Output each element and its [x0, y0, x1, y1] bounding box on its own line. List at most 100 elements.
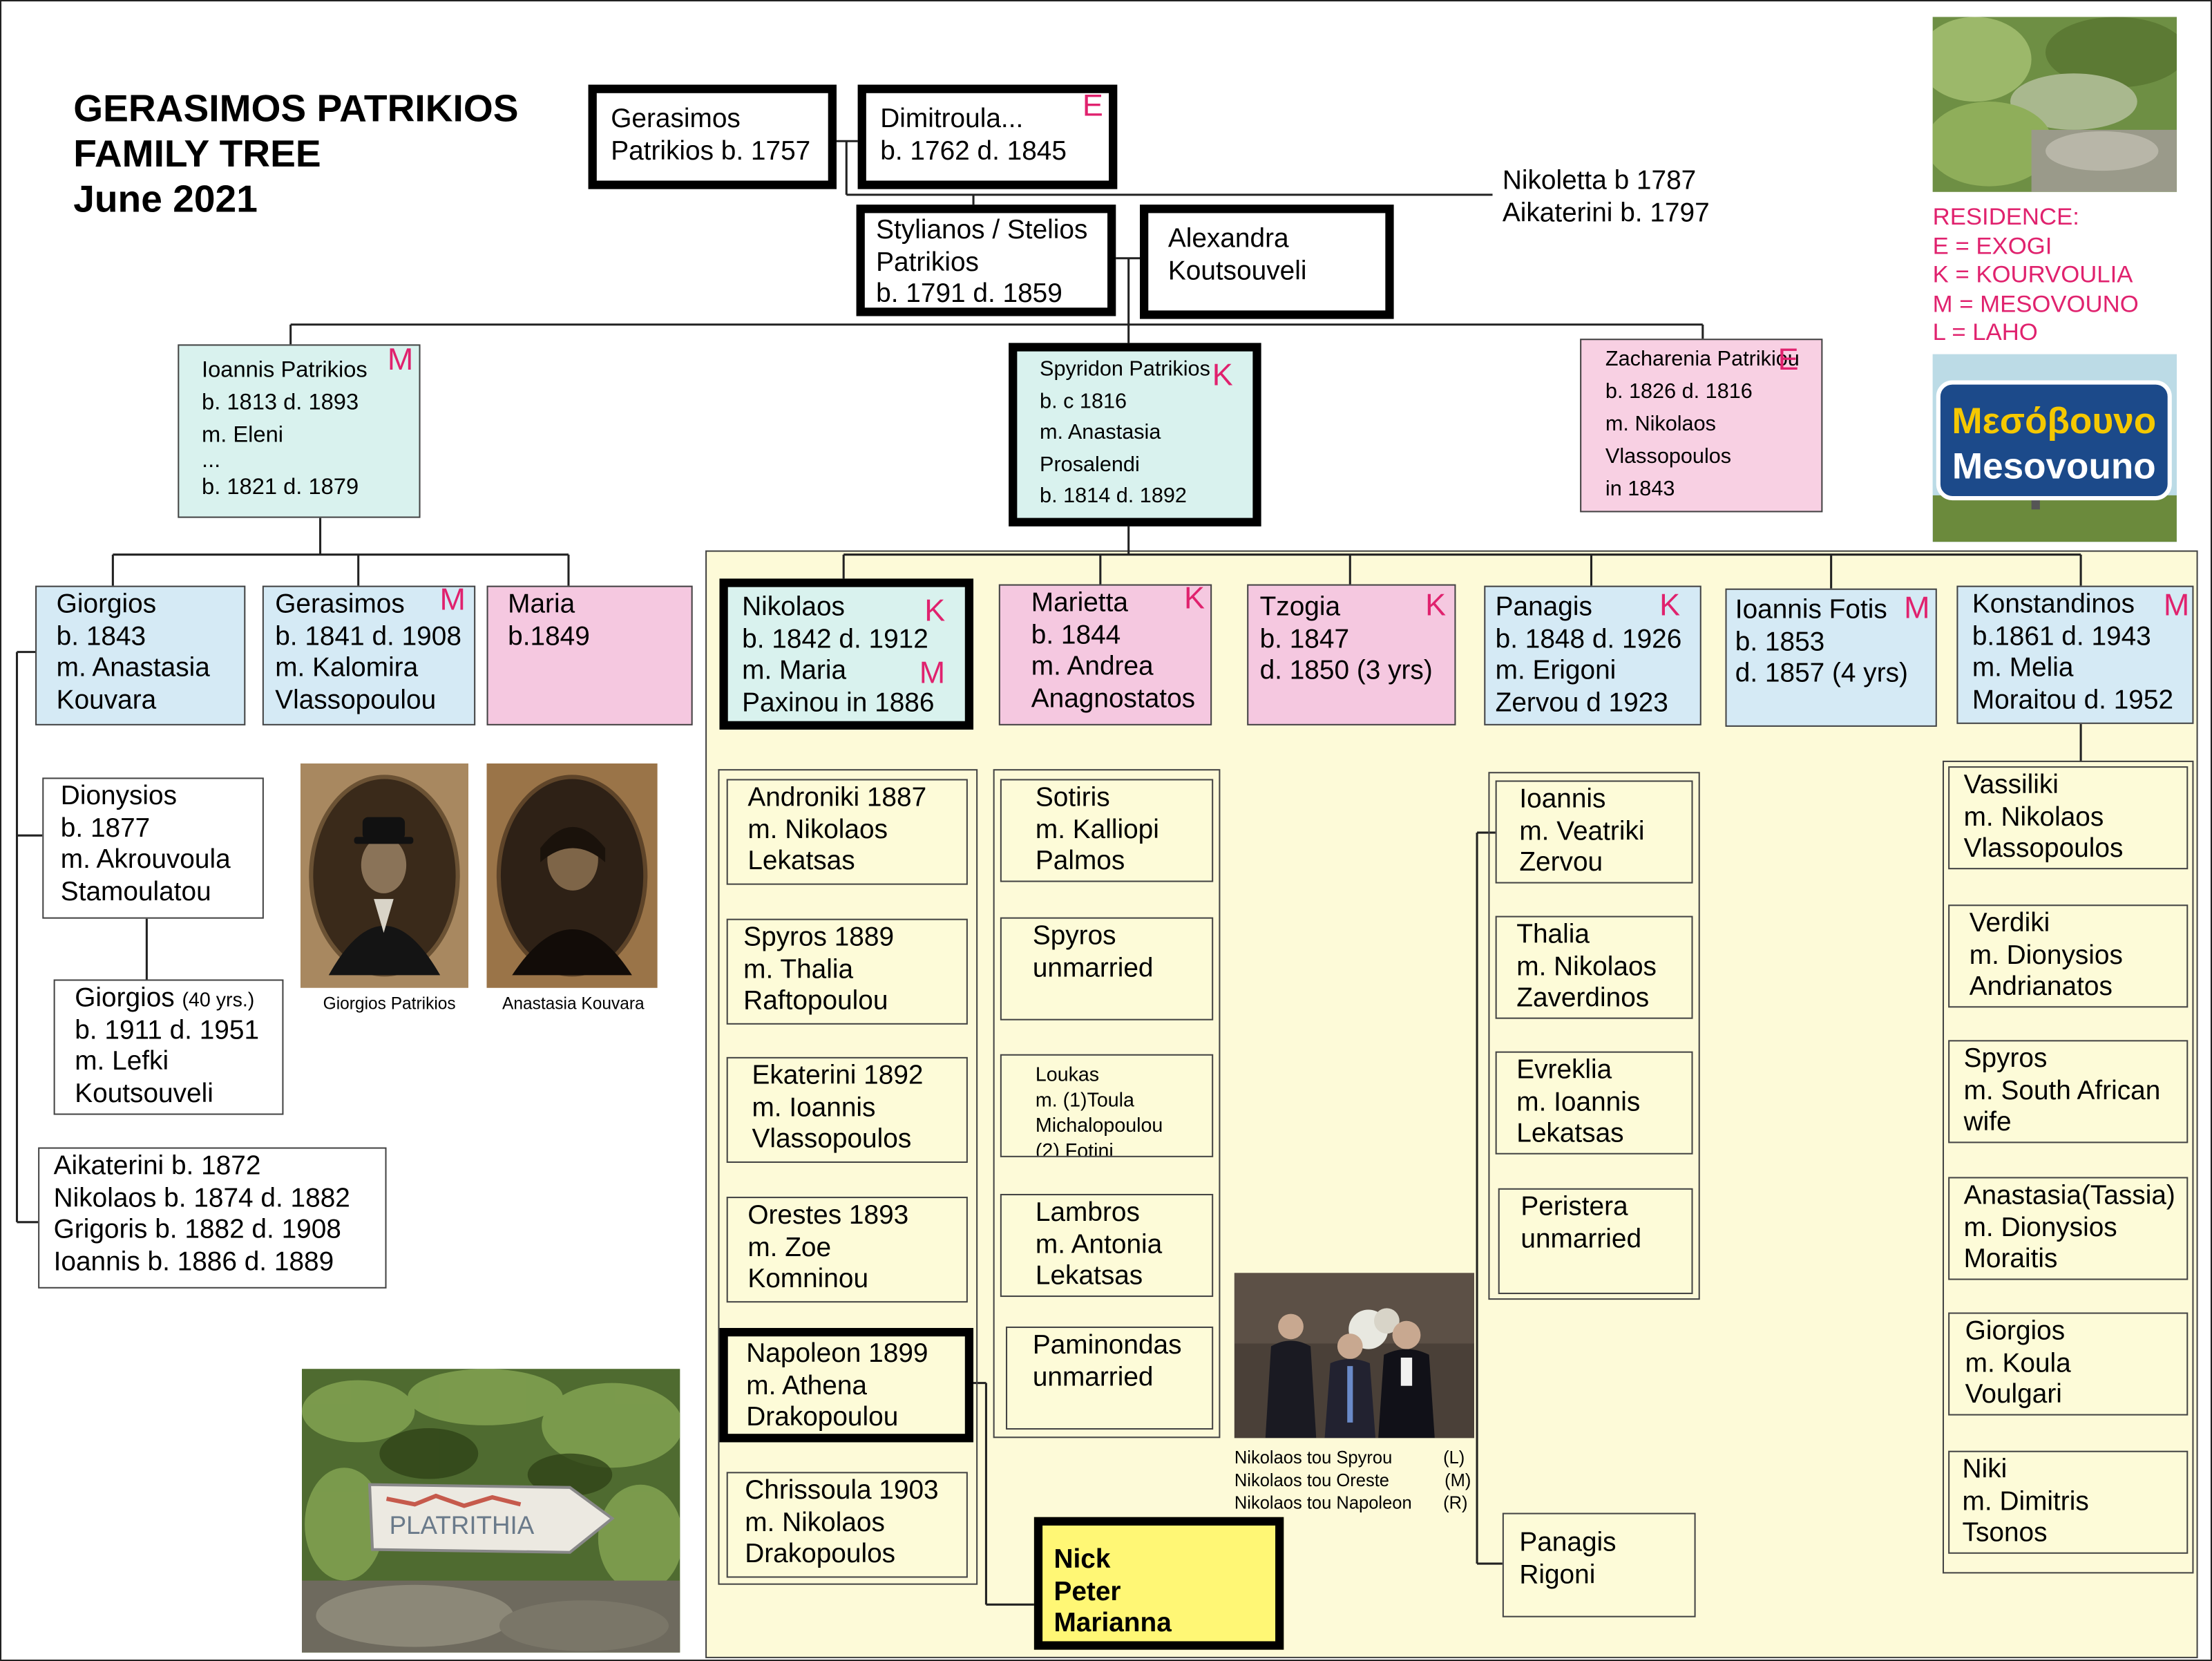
person-line: Drakopoulos — [745, 1539, 896, 1570]
child-sotiris: Sotiris m. Kalliopi Palmos — [1000, 779, 1214, 882]
person-line: Koutsouveli — [75, 1079, 213, 1109]
child-paminondas: Paminondas unmarried — [1006, 1326, 1214, 1430]
person-line: m. Melia — [1972, 653, 2074, 683]
person-line: Paxinou in 1886 — [742, 687, 935, 718]
person-line: m. Nikolaos — [1605, 412, 1716, 437]
konstandinos-children-column — [1942, 760, 2194, 1574]
residence-code: M — [387, 344, 414, 377]
caption-position: (M) — [1445, 1470, 1471, 1490]
person-line: Loukas — [1035, 1063, 1100, 1085]
person-line: m. Dionysios — [1969, 940, 2123, 971]
person-line: Niki — [1962, 1454, 2008, 1485]
title-line-2: FAMILY TREE — [73, 132, 321, 175]
nikolaos-children-column — [718, 769, 978, 1585]
platrithia-sign-photo: PLATRITHIA — [302, 1369, 680, 1653]
person-line: m. Eleni — [202, 423, 284, 448]
person-line: Giorgios — [56, 589, 157, 620]
child-spyros-1889: Spyros 1889 m. Thalia Raftopoulou — [726, 918, 968, 1025]
person-line: Prosalendi — [1040, 452, 1140, 477]
person-line: Michalopoulou — [1035, 1113, 1163, 1137]
person-line: Tzogia — [1259, 592, 1341, 623]
child-niki: Niki m. Dimitris Tsonos — [1948, 1450, 2189, 1554]
residence-code: K — [924, 592, 946, 628]
group-photo-caption: Nikolaos tou Spyrou(L) Nikolaos tou Ores… — [1234, 1447, 1474, 1515]
person-line: m. Akrouvoula — [60, 845, 231, 875]
person-line: b. c 1816 — [1040, 388, 1127, 413]
person-line: Evreklia — [1516, 1055, 1612, 1085]
person-line: Spyros — [1963, 1044, 2048, 1074]
child-thalia: Thalia m. Nikolaos Zaverdinos — [1495, 915, 1693, 1019]
sibling-line: Nikoletta b 1787 — [1502, 167, 1697, 196]
person-line: Spyros 1889 — [743, 922, 895, 953]
person-line: Paminondas — [1032, 1331, 1182, 1360]
person-line: Konstandinos — [1972, 589, 2135, 620]
title-line-1: GERASIMOS PATRIKIOS — [73, 87, 519, 130]
residence-legend: RESIDENCE: E = EXOGI K = KOURVOULIA M = … — [1933, 203, 2139, 348]
child-panagis-rigoni: Panagis Rigoni — [1502, 1512, 1696, 1617]
person-line: Drakopoulou — [746, 1403, 899, 1433]
person-maria-1849: Maria b.1849 — [486, 585, 693, 725]
person-line: Zaverdinos — [1516, 983, 1650, 1014]
person-line: m. Ioannis — [752, 1092, 876, 1123]
person-line: Voulgari — [1965, 1380, 2062, 1410]
person-line: m. (1)Toula — [1035, 1088, 1134, 1111]
title-line-3: June 2021 — [73, 178, 258, 220]
person-line: Panagis — [1495, 592, 1592, 623]
person-line: Grigoris b. 1882 d. 1908 — [53, 1215, 341, 1245]
person-line: m. Antonia — [1035, 1230, 1163, 1260]
person-line: b. 1843 — [56, 621, 146, 652]
siblings-nikoletta-aikaterini: Nikoletta b 1787 Aikaterini b. 1797 — [1503, 165, 1710, 230]
marietta-children-column — [993, 769, 1221, 1439]
child-loukas: Loukas m. (1)Toula Michalopoulou (2) Fot… — [1000, 1054, 1214, 1157]
person-line: Tsonos — [1962, 1518, 2048, 1548]
person-line: Gerasimos — [275, 589, 405, 620]
panagis-children-column — [1488, 772, 1700, 1300]
person-line: Sotiris — [1035, 783, 1110, 813]
person-line: Spyridon Patrikios — [1040, 357, 1210, 381]
residence-code: K — [1659, 587, 1681, 623]
person-line: m. Ioannis — [1516, 1087, 1641, 1117]
person-line: Lekatsas — [1516, 1119, 1624, 1149]
child-androniki: Androniki 1887 m. Nikolaos Lekatsas — [726, 779, 968, 885]
residence-code: M — [919, 654, 946, 690]
person-line: m. Nikolaos — [1516, 951, 1657, 982]
sign-greek-text: Μεσόβουνο — [1952, 401, 2156, 442]
person-giorgios-1843: Giorgios b. 1843 m. Anastasia Kouvara — [35, 585, 246, 725]
person-gerasimos-1757: Gerasimos Patrikios b. 1757 — [588, 84, 837, 189]
person-line: Raftopoulou — [743, 986, 888, 1016]
person-line: Lambros — [1035, 1198, 1140, 1228]
person-line: Giorgios (40 yrs.) — [75, 984, 271, 1016]
child-anastasia-tassia: Anastasia(Tassia) m. Dionysios Moraitis — [1948, 1177, 2189, 1280]
person-line: Lekatsas — [1035, 1261, 1143, 1291]
person-line: m. Dionysios — [1963, 1213, 2117, 1243]
person-line: Maria — [508, 589, 575, 620]
person-line: Zervou — [1519, 848, 1603, 878]
legend-item: L = LAHO — [1932, 319, 2038, 346]
portrait-caption: Anastasia Kouvara — [502, 993, 645, 1014]
caption-name: Nikolaos tou Spyrou — [1234, 1448, 1393, 1468]
mesovouno-sign-photo: Μεσόβουνο Mesovouno — [1932, 354, 2177, 542]
person-line: b. 1911 d. 1951 — [75, 1015, 260, 1045]
person-dimitroula: E Dimitroula... b. 1762 d. 1845 — [857, 84, 1118, 189]
person-line: m. Erigoni — [1495, 656, 1617, 686]
person-line: Palmos — [1035, 846, 1125, 877]
residence-code: K — [1212, 357, 1233, 392]
arrow-sign-text: PLATRITHIA — [390, 1511, 535, 1539]
person-line: d. 1850 (3 yrs) — [1259, 656, 1433, 686]
sibling-line: Aikaterini b. 1797 — [1502, 198, 1710, 229]
person-line: Vassiliki — [1963, 770, 2059, 801]
person-line: Vlassopoulos — [1963, 834, 2124, 864]
caption-name: Nikolaos tou Napoleon — [1234, 1492, 1412, 1513]
residence-code: K — [1425, 587, 1447, 623]
person-konstandinos-1861: M Konstandinos b.1861 d. 1943 m. Melia M… — [1956, 585, 2194, 724]
group-photo — [1234, 1273, 1474, 1439]
portrait-anastasia-kouvara — [486, 763, 658, 988]
person-line: in 1843 — [1605, 477, 1675, 502]
person-line: Stamoulatou — [60, 877, 211, 907]
person-line: m. Koula — [1965, 1348, 2071, 1378]
portrait-giorgios-patrikios — [300, 763, 468, 988]
caption-name: Nikolaos tou Oreste — [1234, 1470, 1390, 1490]
person-line: b.1849 — [508, 621, 590, 652]
person-line: m. South African — [1963, 1076, 2161, 1106]
person-line: Zervou d 1923 — [1495, 687, 1668, 718]
